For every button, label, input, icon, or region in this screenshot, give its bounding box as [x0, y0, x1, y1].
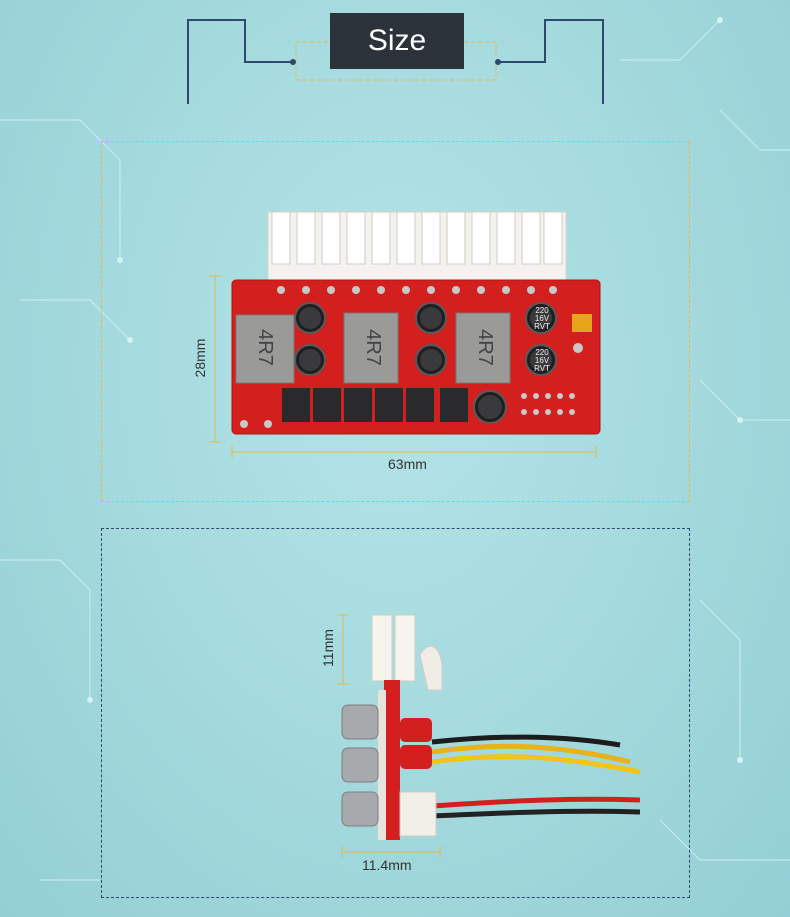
connector-height-label: 11mm — [320, 629, 336, 667]
width-dimension-label: 63mm — [388, 456, 427, 472]
top-view-frame — [101, 141, 690, 502]
thickness-label: 11.4mm — [362, 857, 412, 873]
section-title: Size — [330, 13, 464, 69]
side-view-frame — [101, 528, 690, 898]
